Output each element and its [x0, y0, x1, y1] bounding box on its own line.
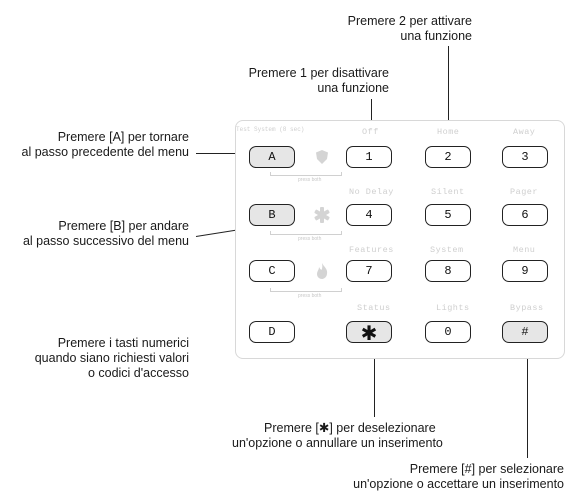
key-1[interactable]: 1 — [346, 146, 392, 168]
key-star[interactable]: ✱ — [346, 321, 392, 344]
label-status: Status — [357, 303, 391, 313]
annotation-press-hash: Premere [#] per selezionare un'opzione o… — [353, 462, 564, 491]
annotation-press-b: Premere [B] per andare al passo successi… — [22, 219, 189, 248]
label-lights: Lights — [436, 303, 470, 313]
label-system: System — [430, 245, 464, 255]
press-both-bracket — [270, 231, 342, 235]
leader-line-a — [196, 153, 244, 154]
key-c[interactable]: C — [249, 260, 295, 282]
key-2[interactable]: 2 — [425, 146, 471, 168]
label-pager: Pager — [510, 187, 539, 197]
press-both-bracket — [270, 172, 342, 176]
label-features: Features — [349, 245, 394, 255]
key-3[interactable]: 3 — [502, 146, 548, 168]
press-both-label: press both — [298, 236, 322, 242]
annotation-press-1: Premere 1 per disattivare una funzione — [248, 66, 389, 95]
annotation-numeric-keys: Premere i tasti numerici quando siano ri… — [34, 336, 189, 380]
key-d[interactable]: D — [249, 321, 295, 343]
label-away: Away — [513, 127, 536, 137]
annotation-press-star: Premere [✱] per deselezionare un'opzione… — [232, 421, 443, 450]
key-4[interactable]: 4 — [346, 204, 392, 226]
key-6[interactable]: 6 — [502, 204, 548, 226]
key-9[interactable]: 9 — [502, 260, 548, 282]
annotation-press-a: Premere [A] per tornare al passo precede… — [21, 130, 189, 159]
fire-icon — [317, 263, 328, 279]
key-a[interactable]: A — [249, 146, 295, 168]
medical-icon — [314, 207, 330, 223]
annotation-press-2: Premere 2 per attivare una funzione — [347, 14, 472, 43]
shield-icon — [316, 150, 328, 164]
label-silent: Silent — [431, 187, 465, 197]
label-menu: Menu — [513, 245, 536, 255]
label-home: Home — [437, 127, 460, 137]
key-0[interactable]: 0 — [425, 321, 471, 343]
label-off: Off — [362, 127, 379, 137]
press-both-label: press both — [298, 177, 322, 183]
label-no-delay: No Delay — [349, 187, 394, 197]
key-5[interactable]: 5 — [425, 204, 471, 226]
key-7[interactable]: 7 — [346, 260, 392, 282]
leader-line-2 — [448, 46, 449, 142]
key-8[interactable]: 8 — [425, 260, 471, 282]
label-bypass: Bypass — [510, 303, 544, 313]
leader-line-star — [374, 345, 375, 417]
key-hash[interactable]: # — [502, 321, 548, 343]
label-test-system: Test System (8 sec) — [236, 126, 305, 133]
press-both-bracket — [270, 288, 342, 292]
key-b[interactable]: B — [249, 204, 295, 226]
leader-line-hash — [527, 345, 528, 458]
press-both-label: press both — [298, 293, 322, 299]
